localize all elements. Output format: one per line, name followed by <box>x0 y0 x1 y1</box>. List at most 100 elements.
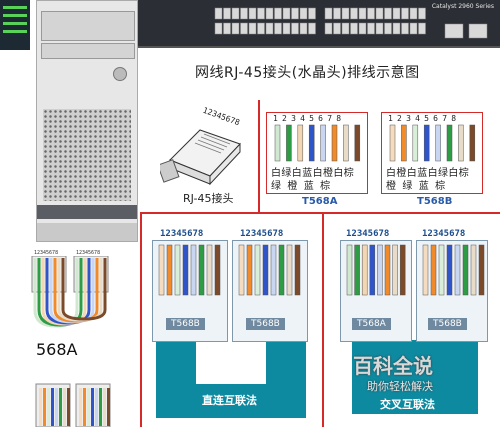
switch-port <box>274 7 282 20</box>
plug-right <box>73 256 109 293</box>
switch-port <box>333 22 341 35</box>
plug-wires <box>346 244 406 296</box>
rj45-caption: RJ-45接头 <box>183 192 234 205</box>
switch-port <box>384 7 392 20</box>
switch-port <box>231 7 240 20</box>
switch-port <box>324 7 333 20</box>
left-example-plugs-graphic <box>35 383 111 427</box>
wire-3 <box>412 124 419 162</box>
wire-4 <box>423 124 430 162</box>
pc-tower <box>36 0 138 242</box>
plug-wire-4 <box>51 388 54 426</box>
switch-port <box>401 22 409 35</box>
straight-plug-left <box>152 240 228 342</box>
wire-8 <box>399 244 406 296</box>
front-ports <box>37 205 137 219</box>
front-panel-bottom <box>37 223 137 241</box>
switch-port <box>392 7 401 20</box>
switch-port <box>223 7 231 20</box>
wire-7 <box>470 244 477 296</box>
straight-pin-label-left: 12345678 <box>160 229 204 239</box>
switch-port <box>341 7 350 20</box>
switch-port <box>418 22 426 35</box>
straight-plug-label-left: T568B <box>166 318 205 330</box>
switch-port <box>265 22 274 35</box>
straight-pin-label-right: 12345678 <box>240 229 284 239</box>
wire-8 <box>478 244 485 296</box>
switch-port <box>274 22 282 35</box>
t568a-caption: T568A <box>302 196 338 207</box>
switch-port <box>409 22 418 35</box>
plug-wires <box>158 244 221 296</box>
switch-port <box>341 22 350 35</box>
wire-7 <box>458 124 464 162</box>
left-example-cable-graphic <box>31 256 109 328</box>
switch-port <box>265 7 274 20</box>
switch-port <box>324 22 333 35</box>
plug-wire-3 <box>47 388 50 426</box>
switch-port <box>333 7 341 20</box>
switch-port <box>308 7 316 20</box>
straight-caption: 直连互联法 <box>202 394 257 407</box>
t568b-wires <box>389 124 476 162</box>
switch-port <box>291 22 299 35</box>
wire-4 <box>369 244 376 296</box>
switch-port <box>257 7 265 20</box>
wire-7 <box>206 244 213 296</box>
t568a-colors-row1: 白绿白蓝白橙白棕 <box>271 168 355 179</box>
switch-port <box>367 7 375 20</box>
watermark-brand: 百科全说 <box>353 354 433 378</box>
switch-port <box>418 7 426 20</box>
t568a-wires <box>274 124 361 162</box>
plug-wire-8 <box>67 388 70 426</box>
wire-6 <box>384 244 391 296</box>
divider-vertical-bottom <box>322 212 324 427</box>
drive-bay <box>41 43 135 59</box>
switch-port <box>350 7 358 20</box>
switch-brand: Catalyst 2960 Series <box>431 3 494 10</box>
wire-5 <box>190 244 197 296</box>
wire-5 <box>270 244 277 296</box>
wire-3 <box>297 124 304 162</box>
wire-3 <box>174 244 181 296</box>
wire-5 <box>377 244 383 296</box>
cross-caption: 交叉互联法 <box>380 398 435 411</box>
uplink-port <box>444 23 464 39</box>
divider-vertical-left <box>140 212 142 427</box>
straight-plug-label-right: T568B <box>246 318 285 330</box>
t568b-colors-row1: 白橙白蓝白绿白棕 <box>386 168 470 179</box>
switch-port <box>375 7 384 20</box>
wire-8 <box>469 124 476 162</box>
wire-5 <box>435 124 441 162</box>
network-switch: Catalyst 2960 Series <box>135 0 500 48</box>
rj45-plug-graphic <box>160 129 241 186</box>
plug-wire-5 <box>95 388 98 426</box>
wire-2 <box>286 124 292 162</box>
wire-5 <box>320 124 326 162</box>
plug-wire-2 <box>83 388 86 426</box>
wire-8 <box>294 244 301 296</box>
left-example-pin-label: 12345678 <box>34 250 59 256</box>
t568b-colors-row2: 橙 绿 蓝 棕 <box>386 181 446 192</box>
left-example-caption: 568A <box>36 340 78 359</box>
wire-2 <box>166 244 173 296</box>
switch-port <box>401 7 409 20</box>
switch-port <box>291 7 299 20</box>
switch-port <box>223 22 231 35</box>
t568a-colors-row2: 绿 橙 蓝 棕 <box>271 181 331 192</box>
left-example-pin-label-2: 12345678 <box>76 250 101 256</box>
switch-port <box>409 7 418 20</box>
plug-wire-8 <box>107 388 110 426</box>
t568a-pin-numbers: 12345678 <box>273 114 346 123</box>
plug-wire-7 <box>103 388 106 426</box>
wire-4 <box>308 124 315 162</box>
plug-wire-4 <box>91 388 94 426</box>
wire-8 <box>214 244 221 296</box>
t568b-caption: T568B <box>417 196 453 207</box>
cross-band <box>352 340 478 414</box>
t568a-panel <box>266 112 368 194</box>
wire-1 <box>274 124 281 162</box>
switch-port <box>350 22 358 35</box>
rack-panel <box>0 0 30 50</box>
switch-port <box>375 22 384 35</box>
